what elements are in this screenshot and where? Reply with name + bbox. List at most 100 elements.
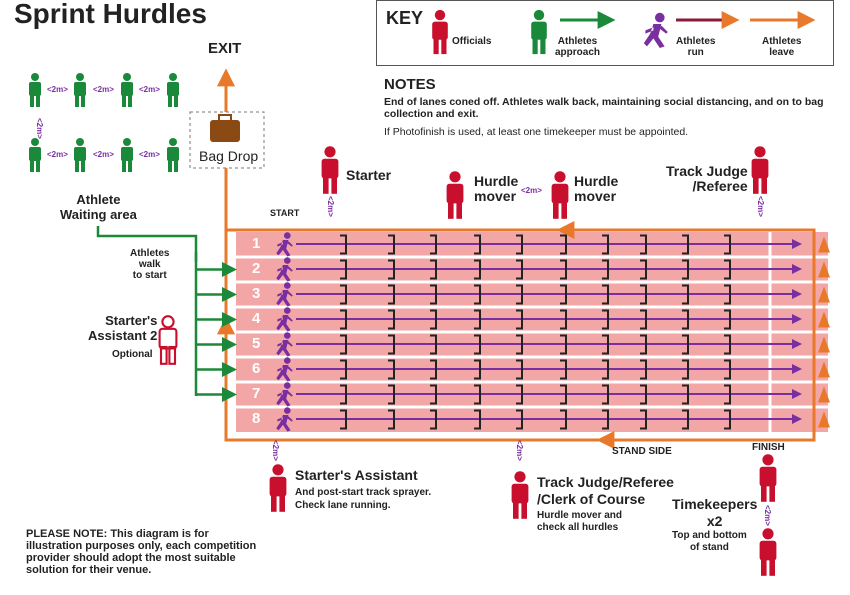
- hurdle: [516, 259, 523, 280]
- hurdle: [474, 309, 481, 330]
- starters-assistant-desc: And post-start track sprayer. Check lane…: [295, 487, 432, 511]
- hurdle: [560, 309, 567, 330]
- hurdle: [560, 384, 567, 405]
- hurdle: [724, 259, 731, 280]
- starters-assistant-2-label: Starter's Assistant 2: [88, 313, 158, 343]
- waiting-area-label: Athlete Waiting area: [60, 192, 137, 222]
- hurdle: [340, 284, 347, 305]
- hurdle: [388, 359, 395, 380]
- hurdle: [474, 234, 481, 255]
- hurdle: [560, 334, 567, 355]
- bag-drop-label: Bag Drop: [199, 148, 259, 164]
- svg-text:<2m>: <2m>: [35, 118, 44, 139]
- hurdle: [516, 234, 523, 255]
- lane-number: 8: [252, 409, 261, 427]
- hurdle: [724, 334, 731, 355]
- lane-number: 6: [252, 359, 261, 377]
- hurdle: [724, 359, 731, 380]
- key-legend: [376, 0, 834, 66]
- track-judge-icon: [751, 146, 769, 194]
- hurdle: [682, 384, 689, 405]
- hurdle: [682, 409, 689, 430]
- hurdle: [560, 359, 567, 380]
- hurdle: [340, 359, 347, 380]
- svg-text:<2m>: <2m>: [139, 85, 160, 94]
- hurdle: [388, 309, 395, 330]
- hurdle-mover-1-label: Hurdle mover: [474, 173, 519, 204]
- hurdle: [388, 284, 395, 305]
- hurdle: [430, 359, 437, 380]
- starters-assistant-2-icon: [158, 315, 178, 365]
- starters-assistant-label: Starter's Assistant: [295, 467, 418, 483]
- key-run-label: Athletes run: [676, 36, 716, 58]
- hurdle: [474, 259, 481, 280]
- key-heading: KEY: [386, 8, 424, 28]
- hurdle: [516, 284, 523, 305]
- hurdle: [682, 334, 689, 355]
- hurdle: [516, 334, 523, 355]
- hurdle: [474, 384, 481, 405]
- key-approach-label: Athletes approach: [555, 36, 601, 58]
- svg-text:<2m>: <2m>: [521, 186, 542, 195]
- hurdle: [602, 334, 609, 355]
- hurdle: [340, 409, 347, 430]
- cone-icon: [818, 336, 830, 353]
- hurdle: [430, 259, 437, 280]
- hurdle: [682, 234, 689, 255]
- key-officials-label: Officials: [452, 36, 492, 47]
- run-arrows: [296, 239, 802, 424]
- hurdle: [640, 334, 647, 355]
- hurdle-mover-2-label: Hurdle mover: [574, 173, 619, 204]
- svg-text:<2m>: <2m>: [47, 85, 68, 94]
- hurdle: [340, 234, 347, 255]
- hurdle: [388, 334, 395, 355]
- svg-text:<2m>: <2m>: [515, 440, 524, 461]
- hurdle: [640, 359, 647, 380]
- hurdle: [724, 384, 731, 405]
- hurdle: [602, 384, 609, 405]
- hurdle: [640, 409, 647, 430]
- hurdle: [388, 384, 395, 405]
- hurdle: [516, 409, 523, 430]
- hurdle: [560, 259, 567, 280]
- hurdle: [388, 234, 395, 255]
- notes-line-1: End of lanes coned off. Athletes walk ba…: [384, 96, 824, 108]
- hurdle: [430, 284, 437, 305]
- hurdle: [388, 259, 395, 280]
- stand-side-label: STAND SIDE: [612, 446, 672, 457]
- cone-icon: [818, 286, 830, 303]
- hurdle: [724, 409, 731, 430]
- hurdle: [430, 309, 437, 330]
- svg-text:<2m>: <2m>: [326, 196, 335, 217]
- hurdle-mover-2-icon: [551, 171, 569, 219]
- track-judge-clerk-icon: [511, 471, 529, 519]
- cone-icon: [818, 311, 830, 328]
- timekeeper-2-icon: [759, 528, 777, 576]
- key-leave-label: Athletes leave: [762, 36, 802, 58]
- hurdle: [682, 259, 689, 280]
- hurdle: [474, 409, 481, 430]
- svg-text:<2m>: <2m>: [756, 196, 765, 217]
- starter-label: Starter: [346, 167, 392, 183]
- timekeeper-1-icon: [759, 454, 777, 502]
- hurdle: [560, 409, 567, 430]
- track-judge-clerk-desc: Hurdle mover and check all hurdles: [537, 510, 623, 533]
- notes-line-2: collection and exit.: [384, 108, 479, 120]
- track-judge-clerk-label: Track Judge/Referee /Clerk of Course: [537, 474, 674, 507]
- hurdles: [340, 234, 731, 430]
- track-judge-label: Track Judge /Referee: [666, 163, 748, 194]
- hurdle: [388, 409, 395, 430]
- hurdle: [682, 309, 689, 330]
- hurdle: [430, 334, 437, 355]
- svg-text:<2m>: <2m>: [763, 505, 772, 526]
- hurdle: [516, 384, 523, 405]
- hurdle: [516, 359, 523, 380]
- notes-heading: NOTES: [384, 76, 436, 93]
- hurdle: [602, 284, 609, 305]
- notes-line-3: If Photofinish is used, at least one tim…: [384, 126, 689, 138]
- hurdle: [560, 234, 567, 255]
- cone-icon: [818, 386, 830, 403]
- hurdle: [724, 284, 731, 305]
- lane-number: 7: [252, 384, 261, 402]
